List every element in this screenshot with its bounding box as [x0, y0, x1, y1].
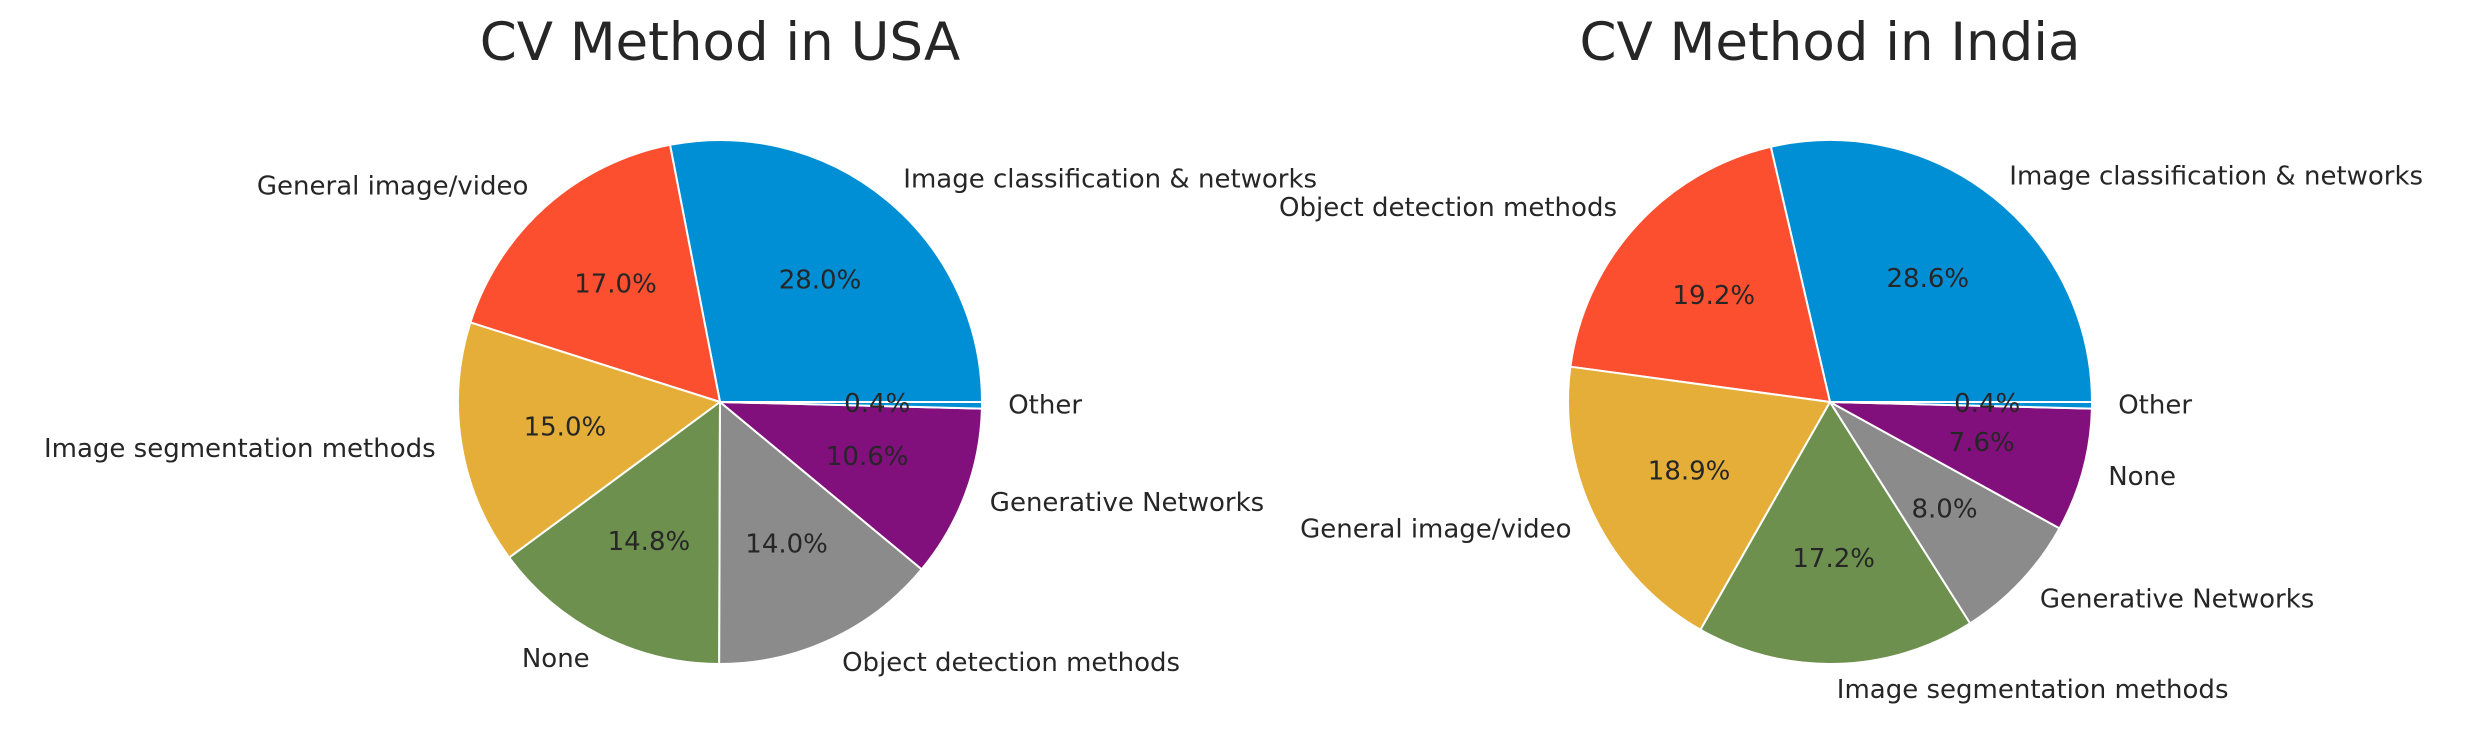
usa-chart-title: CV Method in USA	[480, 12, 961, 73]
usa-pie-chart: CV Method in USA Image classification & …	[44, 12, 1317, 678]
usa-label-image-classification-networks: Image classification & networks	[903, 165, 1317, 195]
usa-label-general-image-video: General image/video	[257, 172, 529, 202]
usa-slice-image-classification-networks	[669, 139, 983, 403]
india-pie-chart: CV Method in India Image classification …	[1279, 12, 2423, 705]
india-chart-title: CV Method in India	[1580, 12, 2081, 73]
india-slice-generative-networks	[1829, 401, 2061, 625]
usa-pct-image-segmentation-methods: 15.0%	[524, 413, 607, 443]
usa-pct-general-image-video: 17.0%	[574, 270, 657, 300]
usa-slice-generative-networks	[719, 401, 983, 571]
usa-pct-none: 14.8%	[608, 527, 691, 557]
india-pct-image-segmentation-methods: 17.2%	[1792, 544, 1875, 574]
india-pct-image-classification-networks: 28.6%	[1886, 264, 1969, 294]
usa-slice-none	[508, 401, 721, 665]
usa-slice-object-detection-methods	[718, 401, 923, 666]
india-label-image-classification-networks: Image classification & networks	[2009, 161, 2423, 191]
india-pct-general-image-video: 18.9%	[1648, 457, 1731, 487]
usa-pct-object-detection-methods: 14.0%	[745, 529, 828, 559]
usa-pct-image-classification-networks: 28.0%	[779, 266, 862, 296]
india-label-none: None	[2108, 462, 2176, 492]
india-pct-none: 7.6%	[1949, 428, 2015, 458]
usa-slice-general-image-video	[469, 143, 721, 403]
india-slice-other	[1829, 401, 2094, 410]
usa-pct-generative-networks: 10.6%	[826, 442, 909, 472]
usa-label-generative-networks: Generative Networks	[990, 488, 1264, 518]
usa-pct-other: 0.4%	[844, 389, 910, 419]
usa-slice-image-segmentation-methods	[457, 321, 721, 559]
india-label-image-segmentation-methods: Image segmentation methods	[1837, 675, 2229, 705]
india-slice-general-image-video	[1567, 365, 1831, 631]
india-pct-object-detection-methods: 19.2%	[1672, 281, 1755, 311]
india-label-object-detection-methods: Object detection methods	[1279, 193, 1617, 223]
india-label-other: Other	[2118, 391, 2192, 421]
india-slice-object-detection-methods	[1569, 145, 1831, 403]
usa-label-other: Other	[1008, 391, 1082, 421]
usa-slice-other	[719, 401, 984, 410]
usa-label-object-detection-methods: Object detection methods	[842, 648, 1180, 678]
india-label-generative-networks: Generative Networks	[2040, 584, 2314, 614]
usa-slices	[457, 139, 984, 666]
usa-labels: Image classification & networks 28.0% Gene…	[44, 165, 1317, 678]
india-slice-none	[1829, 401, 2093, 530]
india-slices	[1567, 139, 2094, 665]
india-labels: Image classification & networks 28.6% Obje…	[1279, 161, 2423, 705]
usa-label-none: None	[522, 644, 590, 674]
india-slice-image-classification-networks	[1769, 139, 2093, 403]
india-pct-other: 0.4%	[1954, 389, 2020, 419]
usa-label-image-segmentation-methods: Image segmentation methods	[44, 434, 436, 464]
india-label-general-image-video: General image/video	[1300, 515, 1572, 545]
india-pct-generative-networks: 8.0%	[1911, 495, 1977, 525]
india-slice-image-segmentation-methods	[1699, 401, 1972, 665]
